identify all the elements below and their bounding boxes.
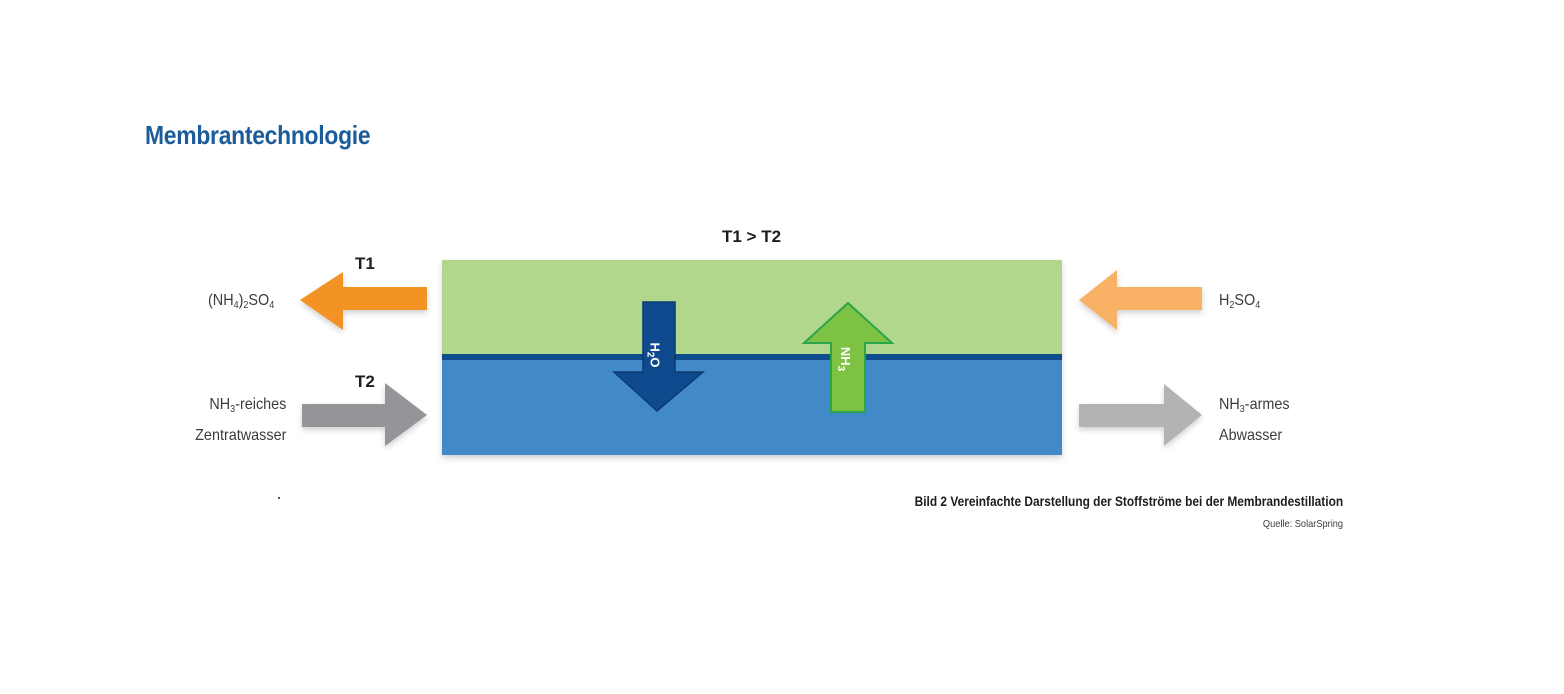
wastewater-label: NH3-armes Abwasser [1219, 396, 1290, 444]
membrane-line [442, 354, 1062, 360]
nh3-label: NH3 [835, 346, 854, 372]
nh3-arrow [801, 301, 895, 413]
sulfuric-acid-label: H2SO4 [1219, 292, 1261, 311]
permeate-channel [442, 260, 1062, 355]
h2o-label: H2O [644, 342, 663, 368]
t2-label: T2 [355, 372, 375, 391]
t1-label: T1 [355, 254, 375, 273]
h2o-arrow [612, 301, 706, 412]
sulfate-out-arrow [300, 272, 427, 330]
temperature-relation: T1 > T2 [722, 227, 782, 246]
feed-label: NH3-reiches Zentratwasser [194, 396, 286, 444]
acid-in-arrow [1079, 270, 1202, 330]
section-title: Membrantechnologie [145, 120, 371, 150]
feed-channel [442, 360, 1062, 455]
ammonium-sulfate-label: (NH4)2SO4 [208, 292, 275, 311]
figure-caption: Bild 2 Vereinfachte Darstellung der Stof… [914, 493, 1343, 509]
figure-source: Quelle: SolarSpring [1262, 518, 1343, 530]
feed-in-arrow [302, 383, 427, 446]
wastewater-out-arrow [1079, 384, 1202, 446]
stray-dot [278, 497, 280, 499]
